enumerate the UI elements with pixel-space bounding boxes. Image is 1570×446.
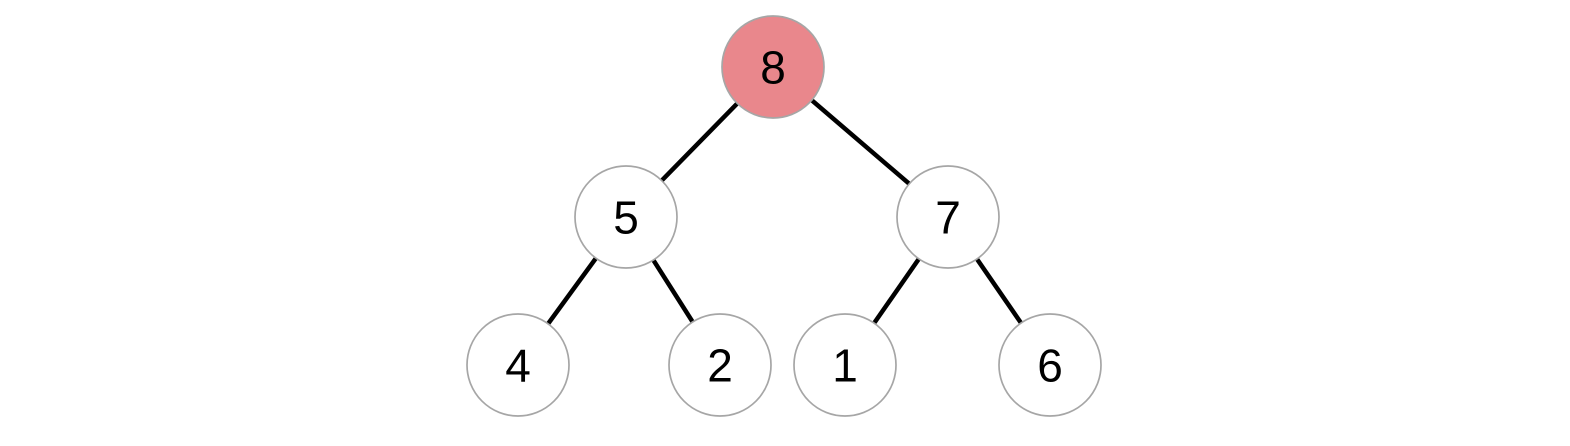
tree-node-label: 7 [935,192,961,244]
tree-node-label: 1 [832,340,858,392]
tree-node-1: 1 [793,313,897,417]
tree-node-2: 2 [668,313,772,417]
tree-node-circle [998,313,1102,417]
tree-node-label: 5 [613,192,639,244]
tree-node-circle [793,313,897,417]
tree-node-7: 7 [896,165,1000,269]
tree-node-6: 6 [998,313,1102,417]
tree-node-label: 2 [707,340,733,392]
tree-node-label: 6 [1037,340,1063,392]
tree-node-label: 4 [505,340,531,392]
tree-node-4: 4 [466,313,570,417]
tree-node-5: 5 [574,165,678,269]
tree-node-circle [466,313,570,417]
tree-node-8: 8 [721,15,825,119]
tree-nodes-layer: 8 5 7 4 2 1 6 [466,15,1102,417]
tree-node-circle [896,165,1000,269]
tree-node-circle [668,313,772,417]
tree-node-label: 8 [760,42,786,94]
tree-node-circle [574,165,678,269]
tree-node-circle-highlighted [721,15,825,119]
